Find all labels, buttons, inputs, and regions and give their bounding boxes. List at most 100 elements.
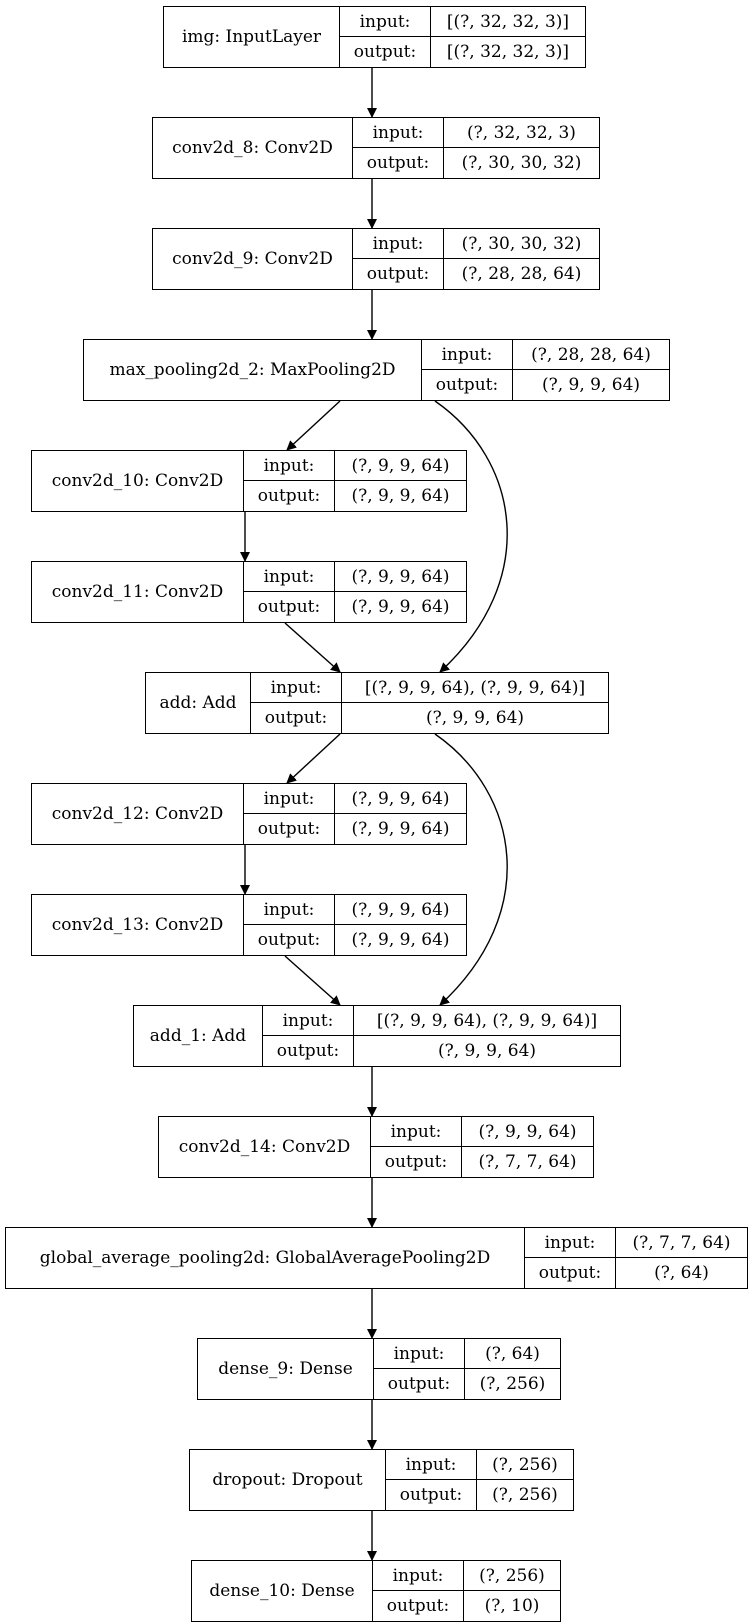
input-shape: (?, 32, 32, 3) <box>444 118 599 148</box>
input-label: input: <box>353 118 444 148</box>
input-label: input: <box>251 673 342 703</box>
output-label: output: <box>373 1591 464 1621</box>
edge <box>434 733 508 1006</box>
output-label: output: <box>251 703 342 733</box>
edge <box>284 955 341 1006</box>
output-shape: (?, 9, 9, 64) <box>351 930 450 950</box>
output-label: output: <box>422 370 513 400</box>
output-label: output: <box>263 1036 354 1066</box>
input-shape: (?, 64) <box>465 1339 560 1369</box>
input-shape: (?, 28, 28, 64) <box>513 340 669 370</box>
layer-shapes: input:(?, 64)output:(?, 256) <box>374 1339 560 1399</box>
layer-name: conv2d_8: Conv2D <box>153 118 353 178</box>
input-label: input: <box>244 895 335 925</box>
output-shape: (?, 256) <box>492 1485 558 1505</box>
input-shape: (?, 9, 9, 64) <box>335 562 466 592</box>
output-label: output: <box>386 1480 477 1510</box>
input-shape: [(?, 9, 9, 64), (?, 9, 9, 64)] <box>342 673 608 703</box>
layer-shapes: input:[(?, 32, 32, 3)]output:[(?, 32, 32… <box>340 7 585 67</box>
input-label: input: <box>263 1006 354 1036</box>
output-label: output: <box>244 481 335 511</box>
output-shape: (?, 64) <box>654 1263 709 1283</box>
input-label: input: <box>386 1450 477 1480</box>
output-shape: (?, 7, 7, 64) <box>478 1152 577 1172</box>
layer-name: add_1: Add <box>134 1006 263 1066</box>
input-label: input: <box>340 7 431 37</box>
layer-name: conv2d_10: Conv2D <box>32 451 244 511</box>
input-label: input: <box>353 229 444 259</box>
input-label: input: <box>525 1228 616 1258</box>
input-shape: [(?, 9, 9, 64), (?, 9, 9, 64)] <box>354 1006 620 1036</box>
layer-shapes: input:(?, 9, 9, 64)output:(?, 9, 9, 64) <box>244 784 466 844</box>
output-label: output: <box>353 148 444 178</box>
input-shape: (?, 9, 9, 64) <box>335 451 466 481</box>
layer-name: conv2d_9: Conv2D <box>153 229 353 289</box>
layer-shapes: input:(?, 256)output:(?, 10) <box>373 1561 560 1621</box>
edge <box>434 400 508 673</box>
input-shape: (?, 256) <box>477 1450 573 1480</box>
output-label: output: <box>244 814 335 844</box>
output-shape: (?, 9, 9, 64) <box>437 1041 537 1061</box>
input-label: input: <box>374 1339 465 1369</box>
layer-shapes: input:(?, 9, 9, 64)output: (?, 7, 7, 64) <box>371 1117 593 1177</box>
output-shape: (?, 9, 9, 64) <box>351 597 450 617</box>
output-label: output: <box>525 1258 616 1288</box>
layer-shapes: input:(?, 32, 32, 3)output: (?, 30, 30, 3… <box>353 118 599 178</box>
layer-shapes: input:(?, 28, 28, 64)output: (?, 9, 9, 64… <box>422 340 669 400</box>
layer-shapes: input:(?, 9, 9, 64)output:(?, 9, 9, 64) <box>244 895 466 955</box>
input-label: input: <box>373 1561 464 1591</box>
output-shape: (?, 9, 9, 64) <box>351 819 450 839</box>
edge <box>286 733 341 784</box>
layer-name: dense_9: Dense <box>198 1339 374 1399</box>
layer-name: conv2d_11: Conv2D <box>32 562 244 622</box>
output-shape: (?, 10) <box>484 1596 540 1616</box>
output-shape: (?, 28, 28, 64) <box>461 264 582 284</box>
output-shape: (?, 9, 9, 64) <box>425 708 525 728</box>
input-shape: (?, 9, 9, 64) <box>462 1117 593 1147</box>
layer-name: img: InputLayer <box>164 7 340 67</box>
layer-name: dropout: Dropout <box>190 1450 386 1510</box>
layer-shapes: input:(?, 30, 30, 32)output: (?, 28, 28, … <box>353 229 599 289</box>
input-label: input: <box>244 451 335 481</box>
layer-shapes: input:(?, 9, 9, 64)output:(?, 9, 9, 64) <box>244 451 466 511</box>
output-shape: (?, 30, 30, 32) <box>461 153 582 173</box>
output-label: output: <box>371 1147 462 1177</box>
input-shape: (?, 9, 9, 64) <box>335 895 466 925</box>
output-label: output: <box>353 259 444 289</box>
output-label: output: <box>244 592 335 622</box>
input-label: input: <box>244 562 335 592</box>
edge <box>286 400 341 451</box>
input-shape: (?, 9, 9, 64) <box>335 784 466 814</box>
input-label: input: <box>422 340 513 370</box>
output-label: output: <box>374 1369 465 1399</box>
layer-shapes: input:[(?, 9, 9, 64), (?, 9, 9, 64)]outp… <box>263 1006 620 1066</box>
output-shape: (?, 9, 9, 64) <box>541 375 641 395</box>
input-label: input: <box>371 1117 462 1147</box>
output-shape: (?, 9, 9, 64) <box>351 486 450 506</box>
layer-node[interactable]: global_average_pooling2d: GlobalAverageP… <box>5 1227 748 1289</box>
input-shape: (?, 30, 30, 32) <box>444 229 599 259</box>
layer-shapes: input:(?, 9, 9, 64)output:(?, 9, 9, 64) <box>244 562 466 622</box>
layer-name: conv2d_14: Conv2D <box>159 1117 371 1177</box>
layer-name: dense_10: Dense <box>192 1561 373 1621</box>
output-label: output: <box>244 925 335 955</box>
output-label: output: <box>340 37 431 67</box>
layer-name: conv2d_12: Conv2D <box>32 784 244 844</box>
layer-name: conv2d_13: Conv2D <box>32 895 244 955</box>
layer-name: global_average_pooling2d: GlobalAverageP… <box>6 1228 525 1288</box>
